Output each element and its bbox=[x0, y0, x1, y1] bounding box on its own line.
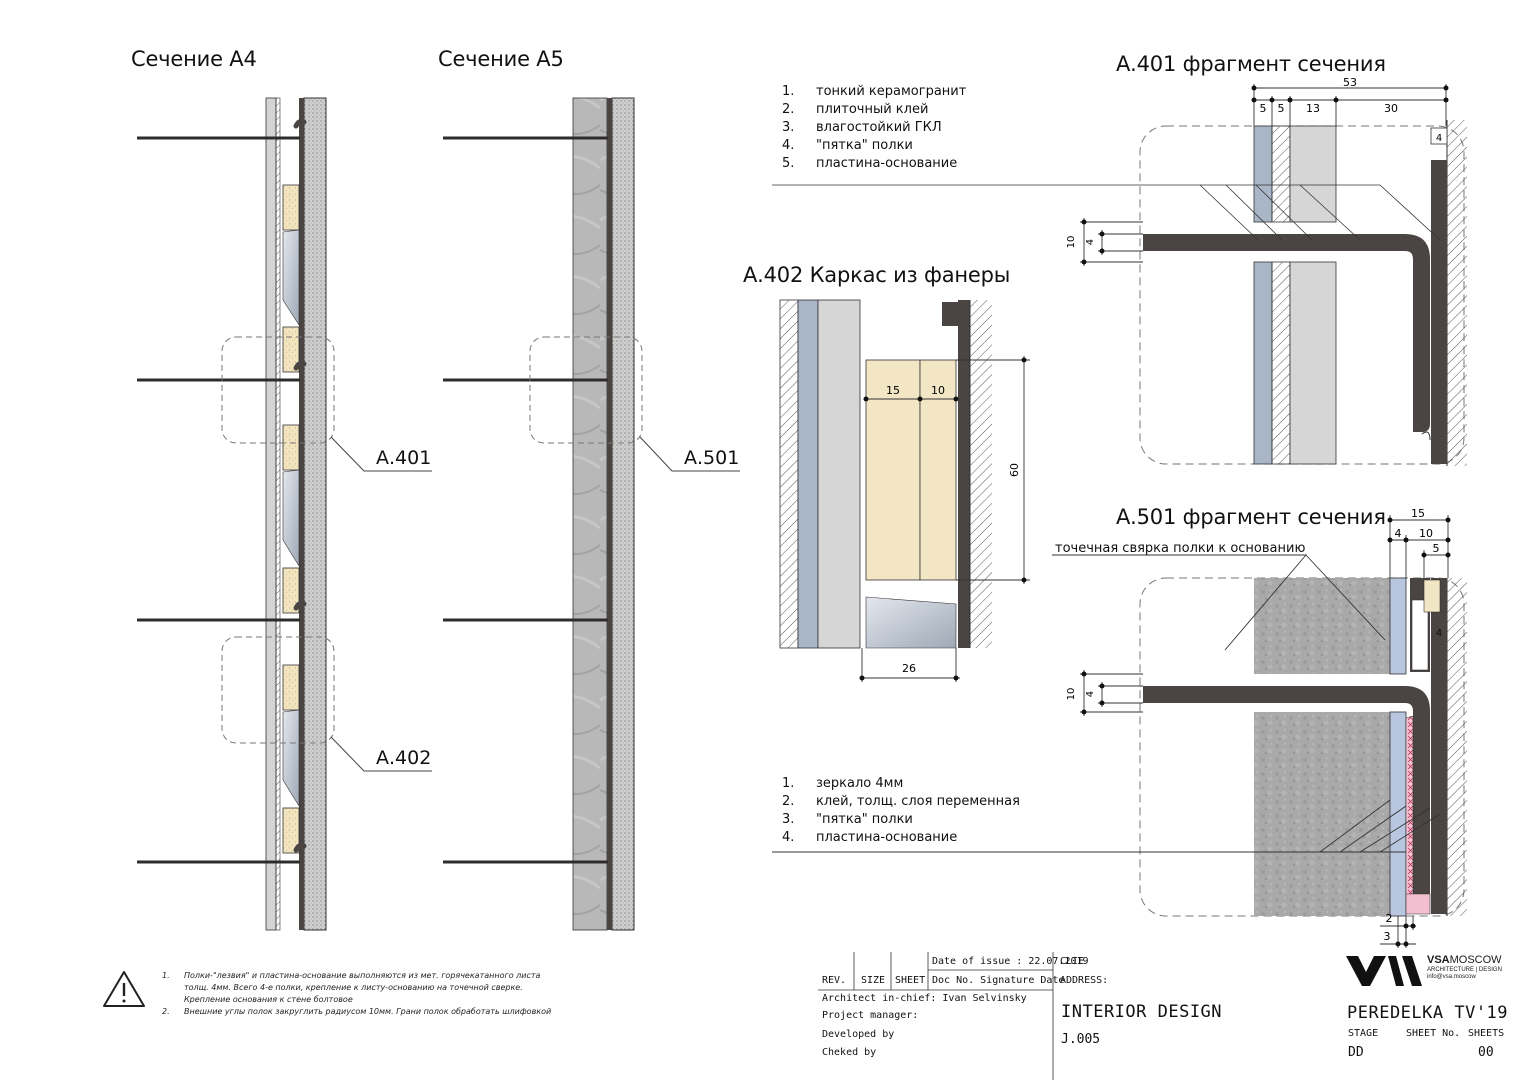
legend-item: 4.пластина-основание bbox=[782, 830, 958, 845]
a501-dim-bot1: 2 bbox=[1386, 912, 1393, 925]
a501-dim-shelf-t: 4 bbox=[1085, 691, 1096, 697]
vsa-logo-mark bbox=[1346, 956, 1422, 986]
callout-a501-label: А.501 bbox=[684, 447, 740, 469]
date-of-issue: Date of issue : 22.07.2019 bbox=[932, 956, 1089, 967]
callout-a402-label: А.402 bbox=[376, 747, 432, 769]
detail-a501-drawing: 4 bbox=[772, 507, 1467, 948]
a501-dim-bot2: 3 bbox=[1384, 930, 1391, 943]
rev-label: REV. bbox=[822, 975, 847, 986]
a401-dim-shelf-h: 10 bbox=[1066, 236, 1077, 249]
architect-label: Architect in-chief: Ivan Selvinsky bbox=[822, 993, 1027, 1004]
a402-dim-depth: 26 bbox=[902, 662, 916, 675]
developed-by-label: Developed by bbox=[822, 1029, 895, 1040]
detail-a402-title: А.402 Каркас из фанеры bbox=[743, 263, 1011, 287]
stage-value: DD bbox=[1348, 1045, 1364, 1060]
brand-email: info@vsa.moscow bbox=[1427, 974, 1476, 980]
detail-a402-drawing: 15 10 60 26 bbox=[779, 299, 1030, 682]
address-label: ADDRESS: bbox=[1060, 975, 1109, 986]
client-label: CLIE bbox=[1060, 956, 1085, 967]
detail-a401-title: А.401 фрагмент сечения bbox=[1116, 52, 1386, 76]
a501-dim-heel: 4 bbox=[1436, 628, 1442, 639]
note-item-cont: толщ. 4мм. Всего 4-е полки, крепление к … bbox=[184, 983, 523, 992]
title-block-lines bbox=[818, 952, 1054, 1080]
note-item-cont: Крепление основания к стене болтовое bbox=[184, 995, 353, 1004]
legend-item: 3.влагостойкий ГКЛ bbox=[782, 120, 942, 135]
sheet-label: SHEET bbox=[895, 975, 926, 986]
note-item: 1.Полки-"лезвия" и пластина-основание вы… bbox=[162, 971, 541, 980]
section-a5-title: Сечение А5 bbox=[438, 47, 564, 71]
section-a4 bbox=[137, 97, 432, 931]
a401-dim-1: 5 bbox=[1260, 102, 1267, 115]
a501-dim-2: 10 bbox=[1419, 527, 1433, 540]
legend-item: 4."пятка" полки bbox=[782, 138, 913, 153]
detail-a501-legend: 1.зеркало 4мм 2.клей, толщ. слоя перемен… bbox=[782, 775, 1020, 847]
a401-dim-heel: 4 bbox=[1436, 133, 1442, 144]
size-label: SIZE bbox=[861, 975, 886, 986]
section-a4-title: Сечение А4 bbox=[131, 47, 257, 71]
a401-dim-shelf-t: 4 bbox=[1085, 239, 1096, 245]
a402-dim-w1: 15 bbox=[886, 384, 900, 397]
a402-dim-height: 60 bbox=[1008, 463, 1021, 477]
sheet-no-label: SHEET No. bbox=[1406, 1028, 1461, 1039]
warning-icon bbox=[103, 971, 145, 1007]
project-code: J.005 bbox=[1061, 1032, 1101, 1047]
project-name: PEREDELKA TV'19 bbox=[1347, 1003, 1509, 1023]
a401-dim-4: 30 bbox=[1384, 102, 1398, 115]
brand-block: VSAMOSCOW ARCHITECTURE | DESIGN info@vsa… bbox=[1427, 955, 1502, 981]
a501-dim-total: 15 bbox=[1411, 507, 1425, 520]
note-item: 2.Внешние углы полок закруглить радиусом… bbox=[162, 1007, 552, 1016]
a501-dim-3: 5 bbox=[1433, 542, 1440, 555]
brand-name: VSAMOSCOW bbox=[1427, 954, 1502, 966]
checked-by-label: Cheked by bbox=[822, 1047, 877, 1058]
section-a5 bbox=[443, 97, 740, 931]
legend-item: 5.пластина-основание bbox=[782, 156, 958, 171]
project-manager-label: Project manager: bbox=[822, 1010, 919, 1021]
legend-item: 2.плиточный клей bbox=[782, 102, 929, 117]
detail-a401-drawing: 4 53 5 bbox=[772, 76, 1467, 466]
a402-dim-w2: 10 bbox=[931, 384, 945, 397]
doc-sig-date-label: Doc No. Signature Date bbox=[932, 975, 1065, 986]
sheets-label: SHEETS bbox=[1468, 1028, 1505, 1039]
detail-a401-legend: 1.тонкий керамогранит 2.плиточный клей 3… bbox=[782, 83, 966, 173]
legend-item: 3."пятка" полки bbox=[782, 812, 913, 827]
callout-a401-label: А.401 bbox=[376, 447, 432, 469]
brand-subtitle: ARCHITECTURE | DESIGN bbox=[1427, 967, 1502, 973]
a401-dim-3: 13 bbox=[1306, 102, 1320, 115]
a401-dim-2: 5 bbox=[1278, 102, 1285, 115]
legend-item: 2.клей, толщ. слоя переменная bbox=[782, 794, 1020, 809]
a401-dim-total: 53 bbox=[1343, 76, 1357, 89]
general-notes: 1.Полки-"лезвия" и пластина-основание вы… bbox=[162, 970, 551, 1018]
legend-item: 1.тонкий керамогранит bbox=[782, 84, 967, 99]
weld-note: точечная свярка полки к основанию bbox=[1055, 541, 1306, 556]
interior-design-title: INTERIOR DESIGN bbox=[1061, 1002, 1223, 1022]
a501-dim-1: 4 bbox=[1395, 527, 1402, 540]
detail-a501-title: А.501 фрагмент сечения bbox=[1116, 505, 1386, 529]
sheets-value: 00 bbox=[1478, 1045, 1494, 1060]
a501-dim-shelf-h: 10 bbox=[1066, 688, 1077, 701]
stage-label: STAGE bbox=[1348, 1028, 1379, 1039]
legend-item: 1.зеркало 4мм bbox=[782, 776, 904, 791]
